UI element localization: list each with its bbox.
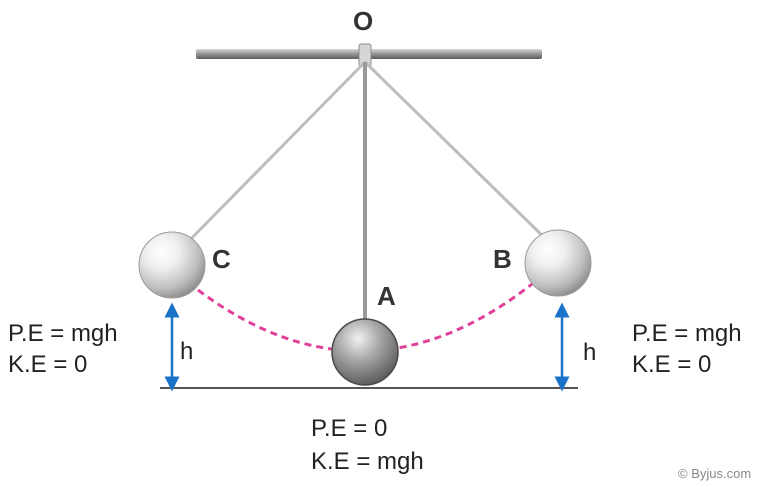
bob-right-b	[524, 229, 592, 297]
right-pe-text: P.E = mgh	[632, 320, 742, 347]
height-label-right: h	[583, 339, 596, 366]
point-label-b: B	[493, 244, 512, 274]
string-left	[178, 60, 367, 252]
right-ke-text: K.E = 0	[632, 351, 711, 378]
height-label-left: h	[180, 338, 193, 365]
bob-center-a	[331, 318, 399, 386]
center-ke-text: K.E = mgh	[311, 448, 424, 475]
string-right	[363, 60, 557, 250]
pivot-label-o: O	[353, 6, 373, 36]
left-pe-text: P.E = mgh	[8, 320, 118, 347]
watermark: © Byjus.com	[678, 466, 751, 481]
center-pe-text: P.E = 0	[311, 415, 387, 442]
point-label-a: A	[377, 281, 396, 311]
bob-left-c	[138, 231, 206, 299]
left-ke-text: K.E = 0	[8, 351, 87, 378]
point-label-c: C	[212, 244, 231, 274]
